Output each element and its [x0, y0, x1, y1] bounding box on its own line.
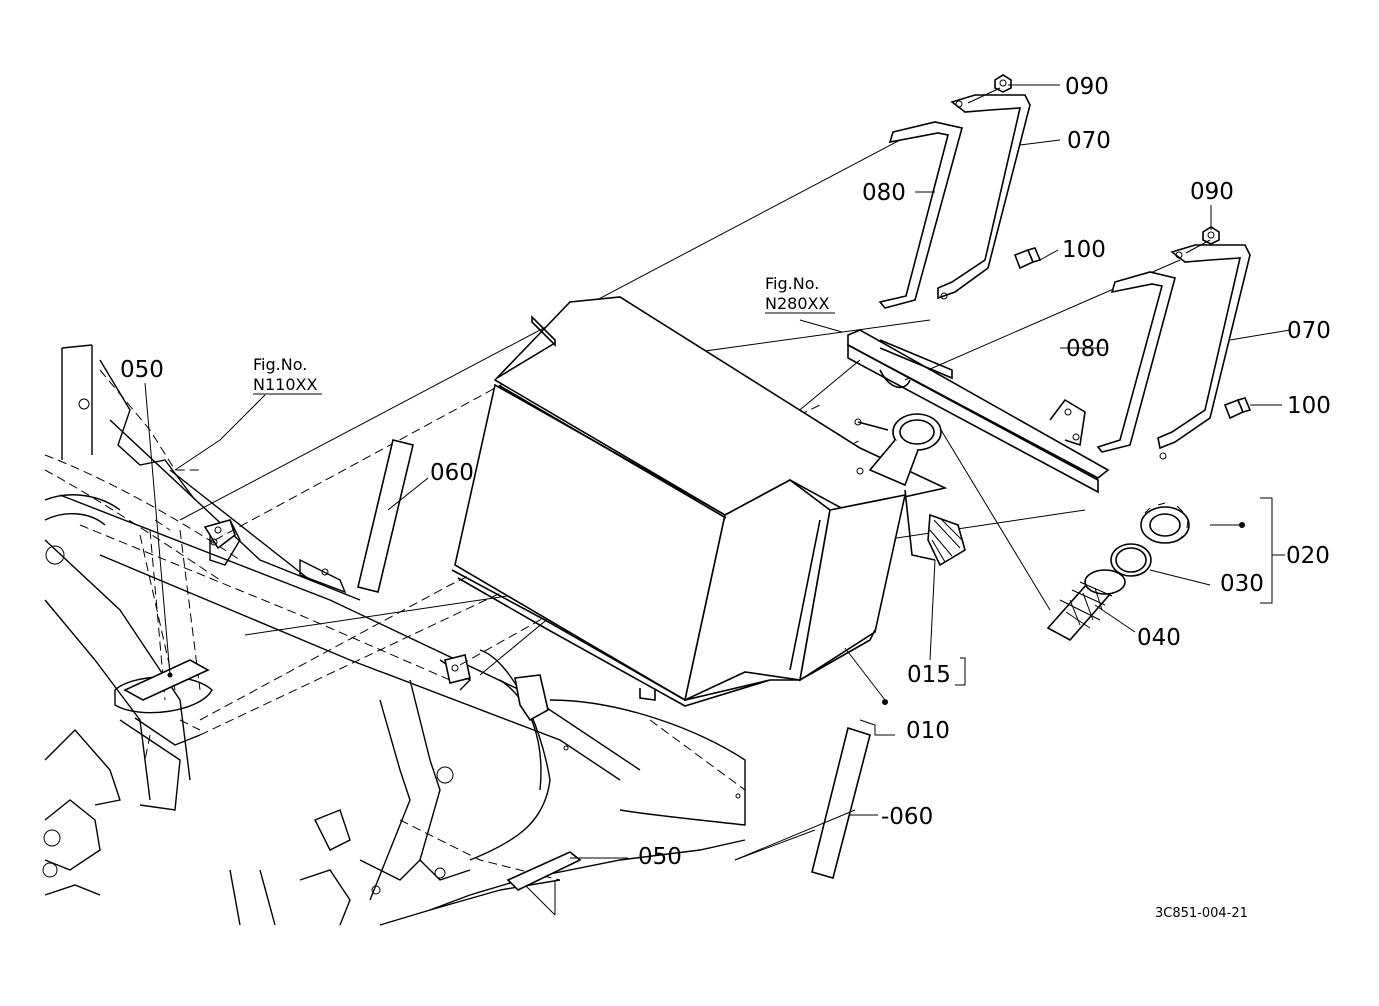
- cap-assembly: [1046, 502, 1190, 642]
- fig-ref-n280-line1: Fig.No.: [765, 274, 819, 293]
- part-060-strips: [357, 439, 878, 879]
- label-020: 020: [1286, 543, 1330, 569]
- label-090-top: 090: [1065, 74, 1109, 100]
- label-010: 010: [906, 718, 950, 744]
- label-050-left: 050: [120, 357, 164, 383]
- fig-ref-n280-line2: N280XX: [765, 294, 829, 313]
- strap-pair-top: [878, 74, 1042, 309]
- document-code: 3C851-004-21: [1155, 906, 1248, 921]
- label-015: 015: [907, 662, 951, 688]
- label-070-right: 070: [1287, 318, 1331, 344]
- part-labels: 090 070 080 100 090 080 070 100 050 060 …: [120, 74, 1331, 870]
- label-090-right: 090: [1190, 179, 1234, 205]
- fuel-tank: [451, 296, 948, 707]
- label-040: 040: [1137, 625, 1181, 651]
- label-060-left: 060: [430, 460, 474, 486]
- label-050-bottom: 050: [638, 844, 682, 870]
- figure-references: Fig.No. N110XX Fig.No. N280XX: [253, 274, 835, 395]
- label-060-bottom: -060: [881, 804, 933, 830]
- label-080-top: 080: [862, 180, 906, 206]
- strap-pair-right: [1096, 226, 1252, 460]
- fig-ref-n110-line1: Fig.No.: [253, 355, 307, 374]
- part-050-pads: [123, 382, 628, 891]
- label-100-top: 100: [1062, 237, 1106, 263]
- part-015-pad: [927, 513, 966, 661]
- label-030: 030: [1220, 571, 1264, 597]
- tractor-frame: [42, 344, 746, 926]
- label-100-right: 100: [1287, 393, 1331, 419]
- callout-lines: [174, 84, 1291, 736]
- label-080-right: 080: [1066, 336, 1110, 362]
- crossbar-n280: [799, 319, 1110, 494]
- label-070-top: 070: [1067, 128, 1111, 154]
- fig-ref-n110-line2: N110XX: [253, 375, 317, 394]
